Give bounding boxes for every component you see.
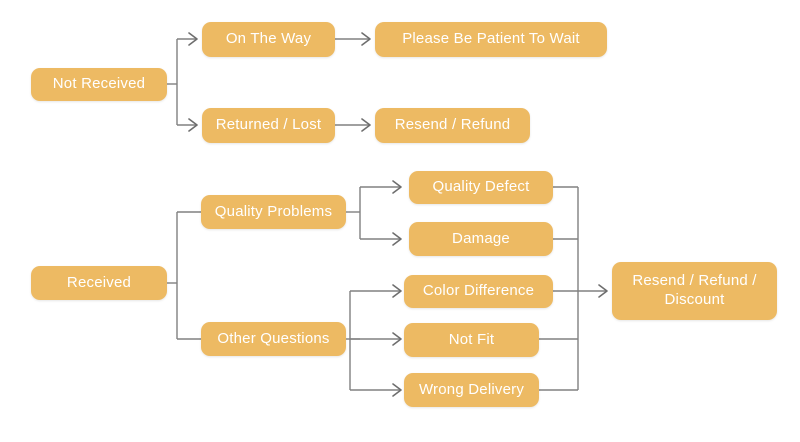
node-color-difference[interactable]: Color Difference [404, 275, 553, 308]
node-label: Resend / Refund [394, 116, 511, 134]
arrowhead-qualitydefect [392, 180, 402, 194]
arrowhead-colordifference [392, 284, 402, 298]
arrowhead-final [598, 284, 608, 298]
node-on-the-way[interactable]: On The Way [202, 22, 335, 57]
node-resend-refund[interactable]: Resend / Refund [375, 108, 530, 143]
node-wrong-delivery[interactable]: Wrong Delivery [404, 373, 539, 407]
node-damage[interactable]: Damage [409, 222, 553, 256]
arrowhead-ontheway [188, 32, 198, 46]
node-returned-lost[interactable]: Returned / Lost [202, 108, 335, 143]
node-please-be-patient-to-wait[interactable]: Please Be Patient To Wait [375, 22, 607, 57]
node-label: Returned / Lost [215, 116, 322, 134]
node-label: Resend / Refund / Discount [632, 272, 757, 308]
node-label: Received [66, 273, 132, 291]
arrowhead-wrongdelivery [392, 383, 402, 397]
arrowhead-resendrefund [361, 118, 371, 132]
node-label: Color Difference [422, 282, 535, 300]
node-received[interactable]: Received [31, 266, 167, 300]
node-resend-refund-discount[interactable]: Resend / Refund / Discount [612, 262, 777, 320]
node-label: Please Be Patient To Wait [402, 30, 580, 48]
node-not-fit[interactable]: Not Fit [404, 323, 539, 357]
node-label: Not Received [52, 75, 146, 93]
node-label: On The Way [225, 30, 312, 48]
node-label: Not Fit [448, 330, 495, 348]
node-label: Wrong Delivery [418, 380, 525, 398]
node-not-received[interactable]: Not Received [31, 68, 167, 101]
arrowhead-returnedlost [188, 118, 198, 132]
node-label: Quality Defect [432, 178, 530, 196]
node-quality-defect[interactable]: Quality Defect [409, 171, 553, 204]
node-other-questions[interactable]: Other Questions [201, 322, 346, 356]
node-label: Damage [452, 229, 510, 247]
arrowhead-damage [392, 232, 402, 246]
arrowhead-patient [361, 32, 371, 46]
node-label: Quality Problems [214, 202, 333, 220]
node-label: Other Questions [217, 329, 330, 347]
arrowhead-notfit [392, 332, 402, 346]
node-quality-problems[interactable]: Quality Problems [201, 195, 346, 229]
